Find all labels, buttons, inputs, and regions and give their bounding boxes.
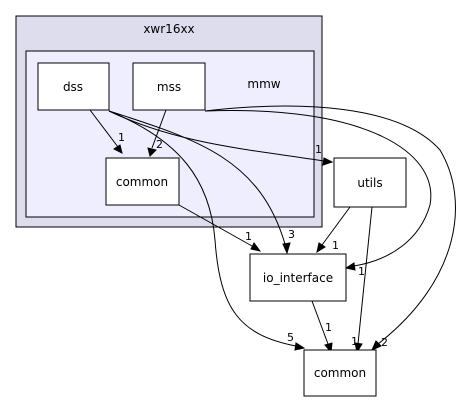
edge-label-mss-common-bottom: 2	[381, 336, 388, 349]
edge-dss-to-utils: 1	[108, 110, 334, 166]
edge-dss-to-common-bottom: 5	[108, 110, 306, 351]
node-common-inner-label: common	[116, 175, 168, 189]
edge-label-dss-common: 1	[118, 131, 125, 144]
edge-label-utils-io: 1	[332, 239, 339, 252]
edge-label-dss-common-bottom: 5	[287, 331, 294, 344]
node-common-inner[interactable]: common	[105, 157, 180, 206]
node-common-bottom-label: common	[314, 366, 366, 380]
node-dss[interactable]: dss	[37, 62, 110, 111]
edge-common-to-io: 1	[178, 204, 262, 252]
edge-label-mss-common: 2	[156, 138, 163, 151]
edge-label-mss-io: 1	[358, 265, 365, 278]
edge-utils-to-io: 1	[316, 206, 351, 254]
edge-dss-to-io: 3	[108, 110, 295, 255]
node-io-interface-label: io_interface	[263, 271, 333, 285]
node-dss-label: dss	[63, 80, 83, 94]
edge-label-io-common-bottom: 1	[325, 321, 332, 334]
edge-mss-to-common: 2	[147, 109, 167, 157]
edge-io-to-common-bottom: 1	[311, 300, 333, 354]
node-utils[interactable]: utils	[333, 157, 407, 208]
edge-label-dss-io: 3	[288, 228, 295, 241]
edge-label-common-io: 1	[245, 230, 252, 243]
edge-dss-to-common: 1	[89, 109, 125, 154]
edge-mss-to-common-bottom: 2	[204, 105, 456, 351]
edge-utils-to-common-bottom: 1	[351, 206, 373, 354]
edge-mss-to-io: 1	[204, 109, 432, 278]
edge-label-dss-utils: 1	[315, 143, 322, 156]
cluster-mmw-title: mmw	[247, 77, 280, 91]
node-utils-label: utils	[357, 176, 382, 190]
node-common-bottom[interactable]: common	[303, 349, 377, 397]
node-io-interface[interactable]: io_interface	[249, 253, 347, 302]
node-mss[interactable]: mss	[132, 62, 206, 111]
node-mss-label: mss	[157, 80, 181, 94]
edge-label-utils-common-bottom: 1	[351, 335, 358, 348]
cluster-xwr16xx-title: xwr16xx	[143, 22, 194, 36]
